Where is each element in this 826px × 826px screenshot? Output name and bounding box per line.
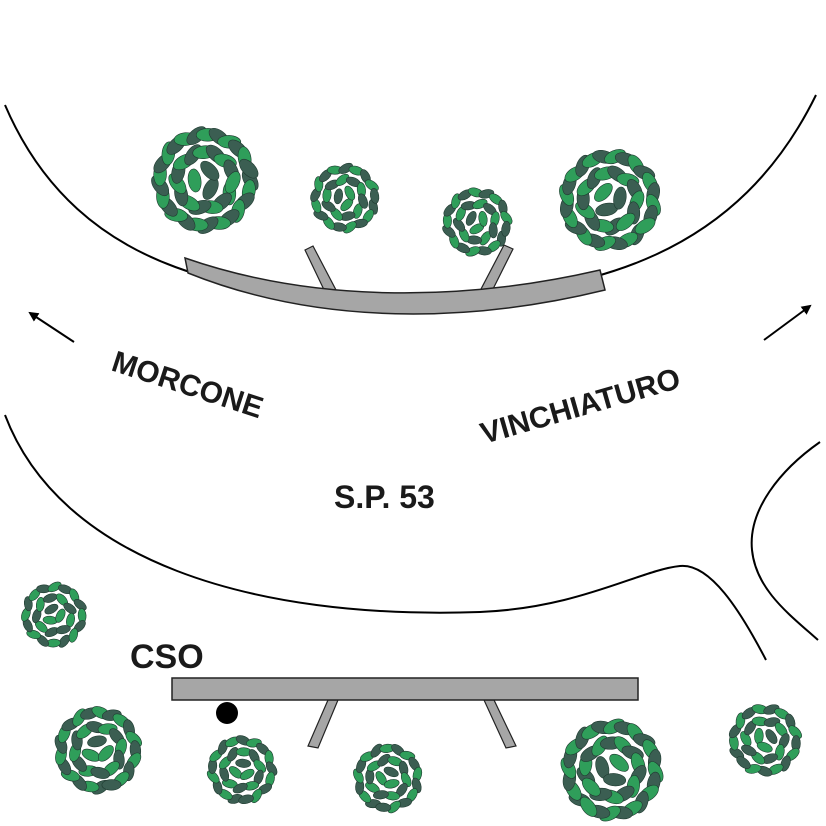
tree-canopy-icon	[54, 706, 142, 795]
arrow-west-icon	[28, 311, 75, 343]
tree-canopy-icon	[151, 126, 259, 234]
tree-canopy-icon	[206, 735, 278, 805]
tree-canopy-icon	[21, 581, 87, 648]
barrier-south-beam	[171, 677, 639, 701]
barrier-north	[184, 244, 606, 315]
barrier-south-strut-left	[307, 699, 339, 749]
tree-canopy-icon	[310, 162, 380, 234]
tree-canopy-icon	[559, 149, 661, 251]
road-edge-south	[4, 414, 767, 661]
station-point-icon	[216, 702, 238, 724]
barrier-south	[171, 677, 639, 749]
label-road: S.P. 53	[334, 479, 435, 515]
tree-canopy-icon	[353, 743, 423, 814]
road-edge-north	[4, 94, 817, 300]
barrier-north-beam	[184, 256, 606, 315]
tree-canopy-icon	[442, 187, 513, 257]
arrow-east-icon	[763, 304, 812, 341]
barrier-south-strut-right	[483, 699, 517, 749]
trees-group	[21, 126, 802, 822]
label-site: CSO	[130, 638, 204, 676]
label-vinchiaturo: VINCHIATURO	[477, 362, 684, 451]
tree-canopy-icon	[728, 704, 802, 777]
label-morcone: MORCONE	[108, 345, 267, 425]
tree-canopy-icon	[560, 718, 664, 822]
side-road-edge	[750, 441, 821, 641]
